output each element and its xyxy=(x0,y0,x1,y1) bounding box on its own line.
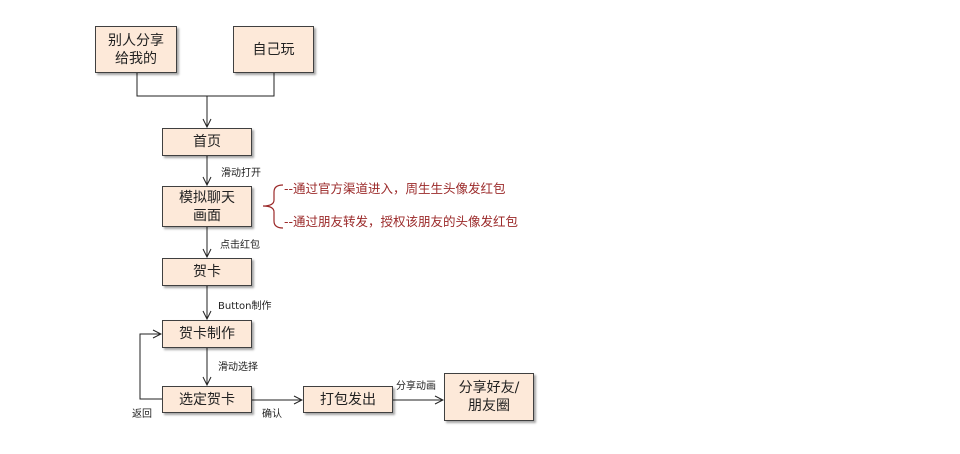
node-card-select: 选定贺卡 xyxy=(162,386,252,413)
edge-label-slide-open: 滑动打开 xyxy=(221,168,261,179)
edge-label-button-make: Button制作 xyxy=(218,301,272,312)
arrow-back xyxy=(139,334,162,400)
edge-label-confirm: 确认 xyxy=(262,409,282,420)
node-self-play: 自己玩 xyxy=(233,26,314,73)
node-home: 首页 xyxy=(162,128,252,156)
merge-line xyxy=(136,73,275,97)
edge-label-share-anim: 分享动画 xyxy=(396,381,436,392)
note-friend: --通过朋友转发，授权该朋友的头像发红包 xyxy=(284,214,519,229)
node-chat: 模拟聊天 画面 xyxy=(162,186,252,227)
edge-label-click-red-packet: 点击红包 xyxy=(220,240,260,251)
edge-label-back: 返回 xyxy=(132,409,152,420)
note-official: --通过官方渠道进入，周生生头像发红包 xyxy=(284,181,506,196)
brace-icon xyxy=(262,184,284,229)
node-card: 贺卡 xyxy=(162,258,252,286)
node-card-make: 贺卡制作 xyxy=(162,320,252,348)
edge-label-slide-select: 滑动选择 xyxy=(218,362,258,373)
node-shared: 别人分享 给我的 xyxy=(95,26,177,73)
node-pack-send: 打包发出 xyxy=(303,386,393,413)
node-share: 分享好友/ 朋友圈 xyxy=(444,373,534,421)
